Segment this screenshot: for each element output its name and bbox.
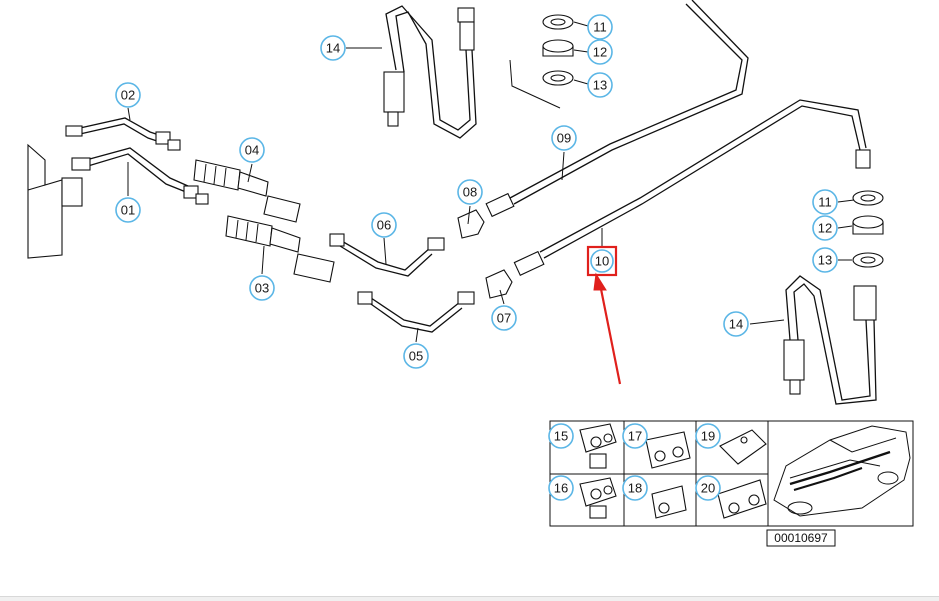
- hose-14-upper: [383, 5, 561, 139]
- callout-19[interactable]: 19: [695, 423, 721, 449]
- clip-16: [579, 477, 617, 519]
- svg-text:10: 10: [595, 254, 609, 269]
- svg-text:20: 20: [701, 481, 715, 496]
- clip-15: [579, 423, 617, 469]
- callout-13-right[interactable]: 13: [812, 247, 838, 273]
- hose-14-right: [783, 275, 877, 405]
- svg-text:19: 19: [701, 429, 715, 444]
- svg-text:09: 09: [557, 131, 571, 146]
- hose-03: [225, 215, 335, 283]
- svg-text:13: 13: [818, 253, 832, 268]
- pipe-06: [329, 233, 445, 277]
- svg-text:14: 14: [326, 41, 340, 56]
- callout-09[interactable]: 09: [551, 125, 577, 151]
- inset-panel: [549, 420, 914, 527]
- car-silhouette: [773, 425, 911, 517]
- callout-11-right[interactable]: 11: [812, 189, 838, 215]
- svg-text:05: 05: [409, 349, 423, 364]
- callout-12-right[interactable]: 12: [812, 215, 838, 241]
- svg-text:07: 07: [497, 311, 511, 326]
- bottom-scroll-strip: [0, 596, 939, 601]
- callout-12-upper[interactable]: 12: [587, 39, 613, 65]
- svg-text:08: 08: [463, 185, 477, 200]
- callout-17[interactable]: 17: [622, 423, 648, 449]
- hose-04: [193, 159, 301, 223]
- washers-upper: [542, 14, 574, 86]
- clip-19: [719, 429, 767, 465]
- mounting-block: [27, 143, 83, 259]
- svg-text:17: 17: [628, 429, 642, 444]
- svg-text:02: 02: [121, 88, 135, 103]
- callout-07[interactable]: 07: [491, 305, 517, 331]
- callout-10[interactable]: 10: [586, 245, 618, 277]
- callout-06[interactable]: 06: [371, 212, 397, 238]
- drawing-code: 00010697: [774, 531, 828, 545]
- svg-text:18: 18: [628, 481, 642, 496]
- leader-lines: [127, 21, 855, 343]
- svg-text:11: 11: [818, 195, 832, 210]
- pipe-01: [71, 147, 209, 205]
- clip-17: [645, 431, 691, 469]
- callouts: 01 02 03 04 05 06 07 08 09 10 11 12 13 1…: [115, 14, 838, 501]
- svg-text:11: 11: [593, 20, 607, 35]
- drawing-code-label: 00010697: [766, 529, 836, 547]
- clip-18: [651, 485, 687, 519]
- svg-text:12: 12: [593, 45, 607, 60]
- callout-13-upper[interactable]: 13: [587, 72, 613, 98]
- callout-16[interactable]: 16: [548, 475, 574, 501]
- clip-20: [717, 479, 767, 519]
- pipe-02: [65, 117, 181, 151]
- svg-text:06: 06: [377, 218, 391, 233]
- callout-18[interactable]: 18: [622, 475, 648, 501]
- pipe-10: [513, 99, 871, 276]
- callout-20[interactable]: 20: [695, 475, 721, 501]
- svg-text:16: 16: [554, 481, 568, 496]
- highlight-arrow: [593, 272, 622, 385]
- svg-text:01: 01: [121, 203, 135, 218]
- callout-02[interactable]: 02: [115, 82, 141, 108]
- callout-05[interactable]: 05: [403, 343, 429, 369]
- svg-text:12: 12: [818, 221, 832, 236]
- callout-04[interactable]: 04: [239, 137, 265, 163]
- callout-14-right[interactable]: 14: [723, 311, 749, 337]
- callout-03[interactable]: 03: [249, 275, 275, 301]
- callout-08[interactable]: 08: [457, 179, 483, 205]
- svg-text:14: 14: [729, 317, 743, 332]
- pipe-05: [357, 291, 475, 333]
- callout-15[interactable]: 15: [548, 423, 574, 449]
- pipe-09: [485, 0, 749, 218]
- callout-11-upper[interactable]: 11: [587, 14, 613, 40]
- nut-07: [485, 269, 513, 299]
- svg-text:15: 15: [554, 429, 568, 444]
- callout-01[interactable]: 01: [115, 197, 141, 223]
- washers-right: [852, 190, 884, 268]
- nut-08: [457, 209, 485, 239]
- callout-14-upper[interactable]: 14: [320, 35, 346, 61]
- svg-text:03: 03: [255, 281, 269, 296]
- svg-text:04: 04: [245, 143, 259, 158]
- svg-text:13: 13: [593, 78, 607, 93]
